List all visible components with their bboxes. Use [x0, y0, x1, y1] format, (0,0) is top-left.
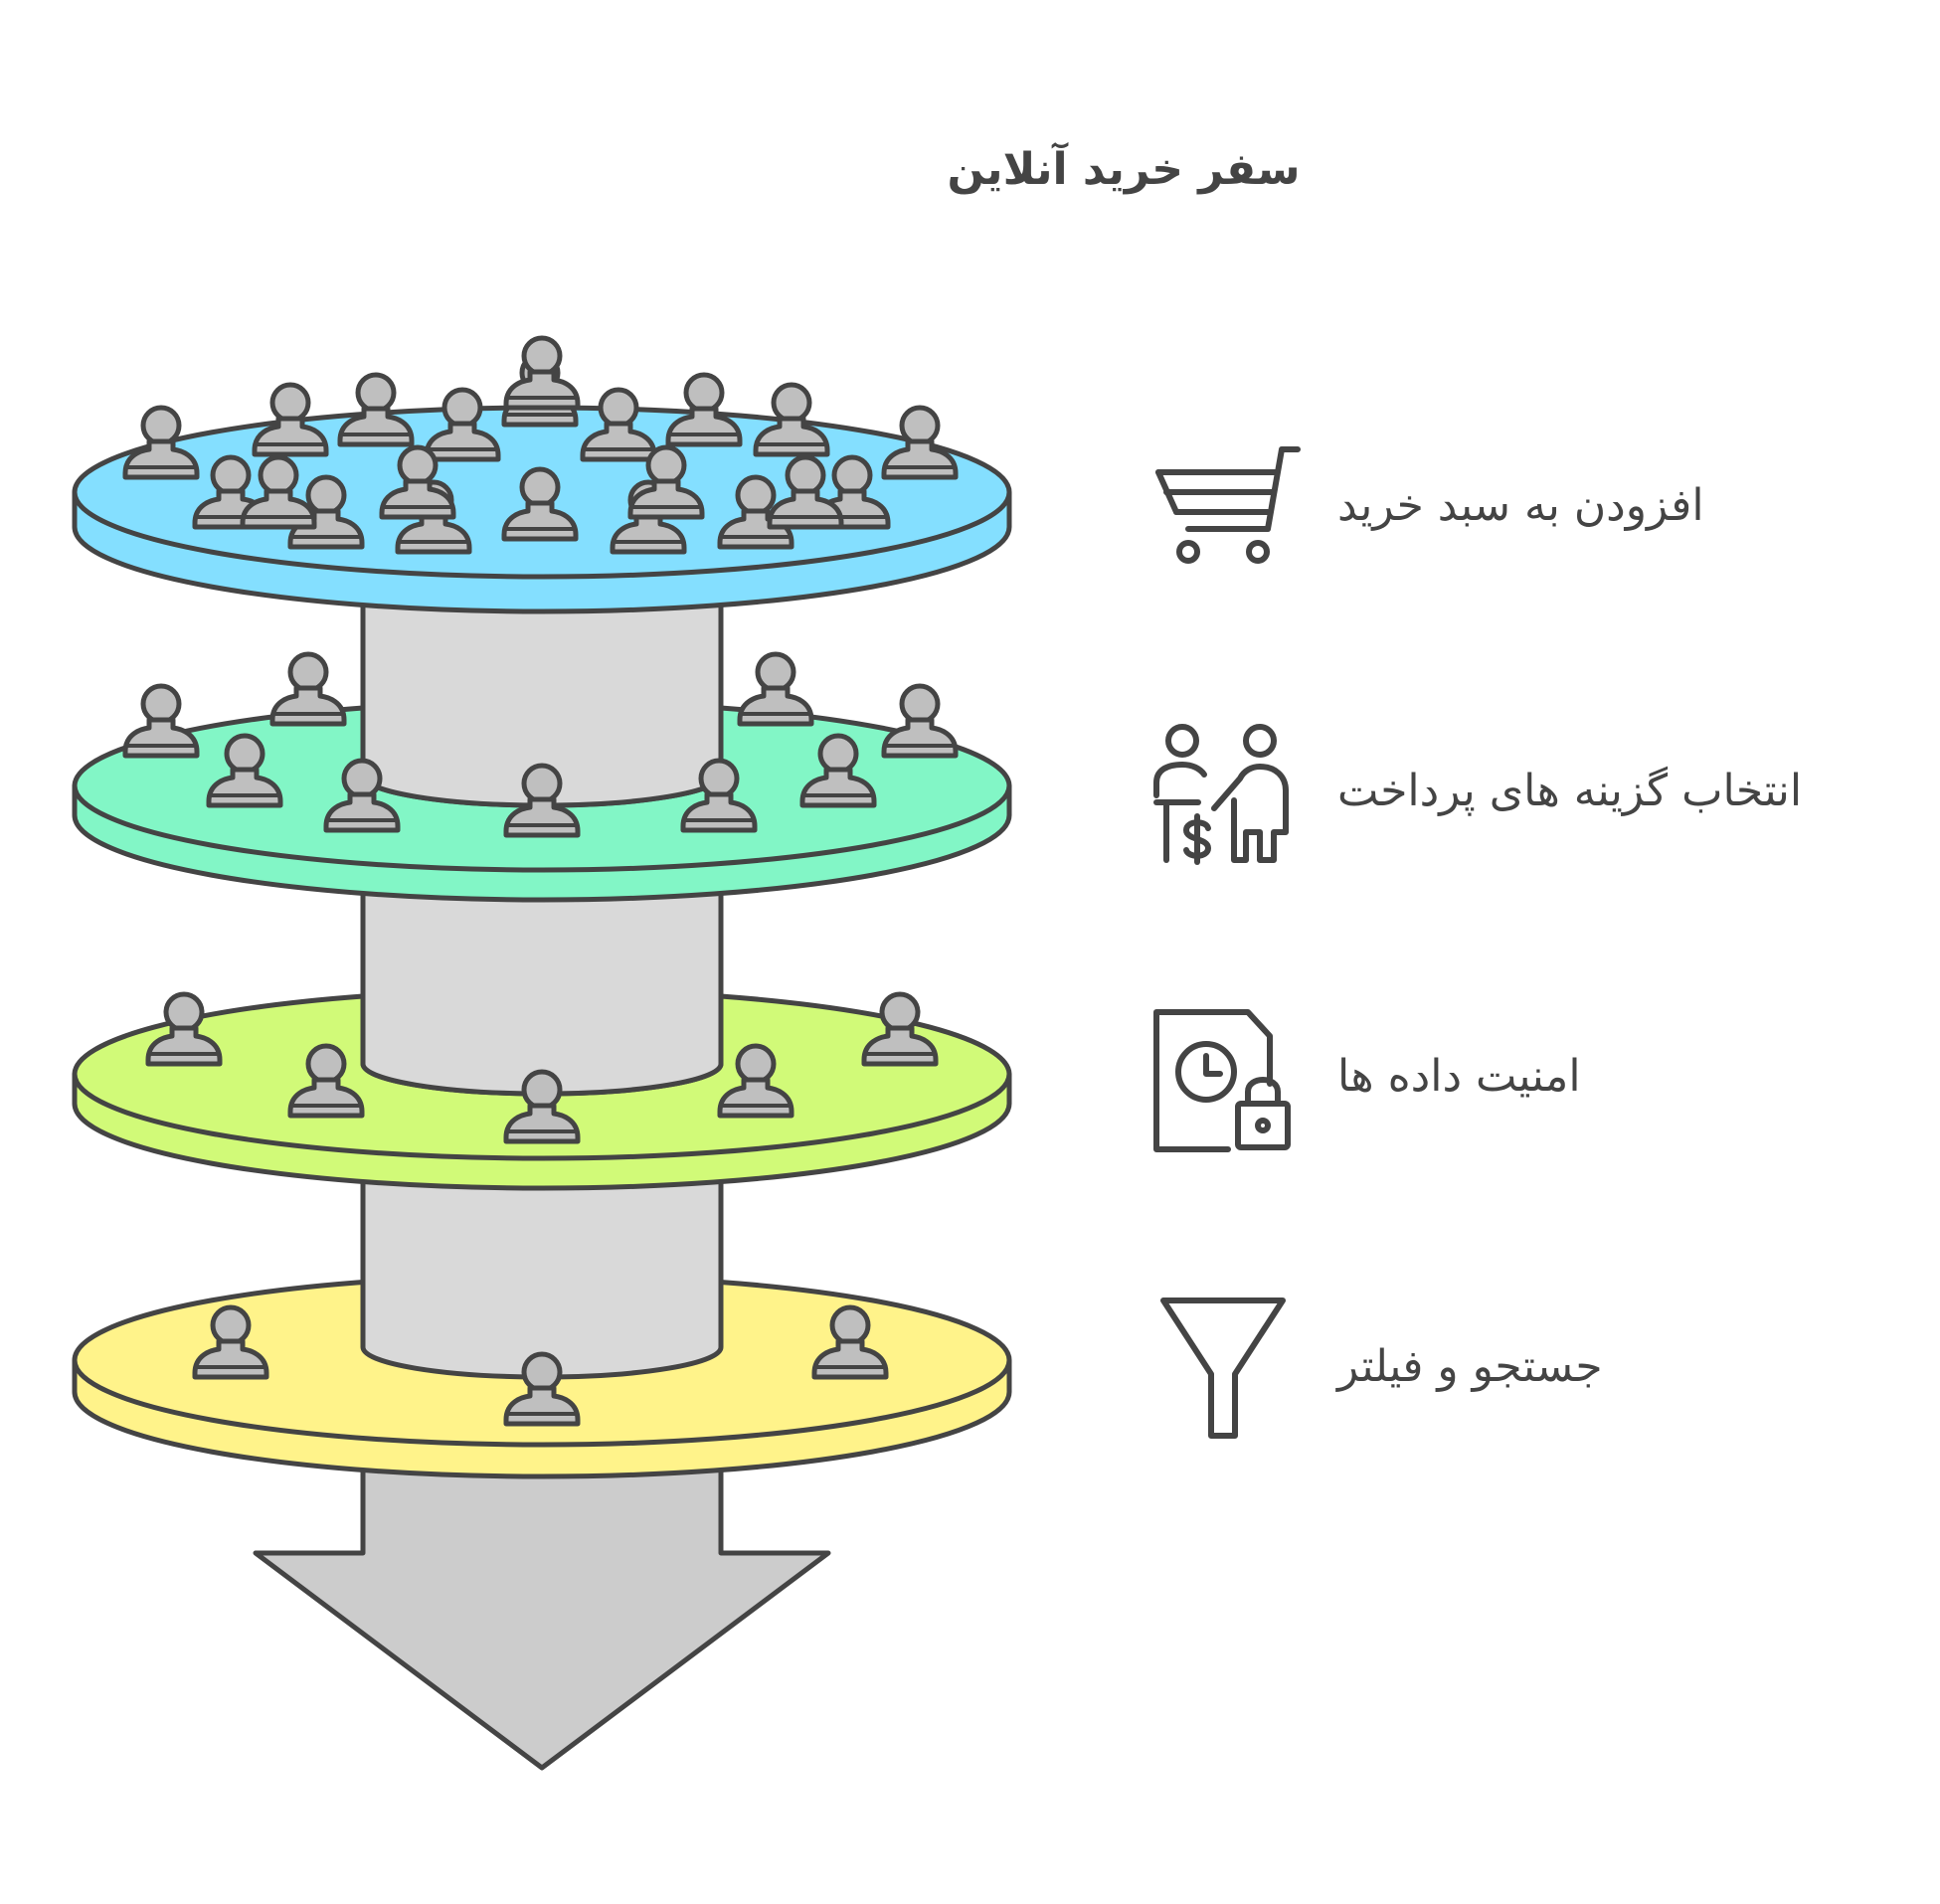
person-icon	[125, 686, 197, 756]
downward-arrow	[253, 1439, 831, 1771]
person-icon	[506, 338, 578, 408]
document-clock-lock-icon	[1153, 1009, 1291, 1152]
shopping-cart-icon	[1155, 446, 1301, 564]
center-column	[360, 567, 724, 1380]
payment-people-icon	[1153, 724, 1289, 865]
person-icon	[272, 654, 344, 724]
person-icon	[740, 654, 811, 724]
stage-label-3: امنیت داده ها	[1337, 1051, 1581, 1102]
stage-label-2: انتخاب گزینه های پرداخت	[1337, 766, 1803, 816]
stage-label-1: افزودن به سبد خرید	[1337, 480, 1704, 531]
funnel-icon	[1160, 1298, 1286, 1439]
stage-label-4: جستجو و فیلتر	[1337, 1341, 1603, 1392]
page-title: سفر خرید آنلاین	[947, 144, 1301, 195]
stage-disc-2	[72, 705, 1012, 903]
person-icon	[884, 686, 956, 756]
